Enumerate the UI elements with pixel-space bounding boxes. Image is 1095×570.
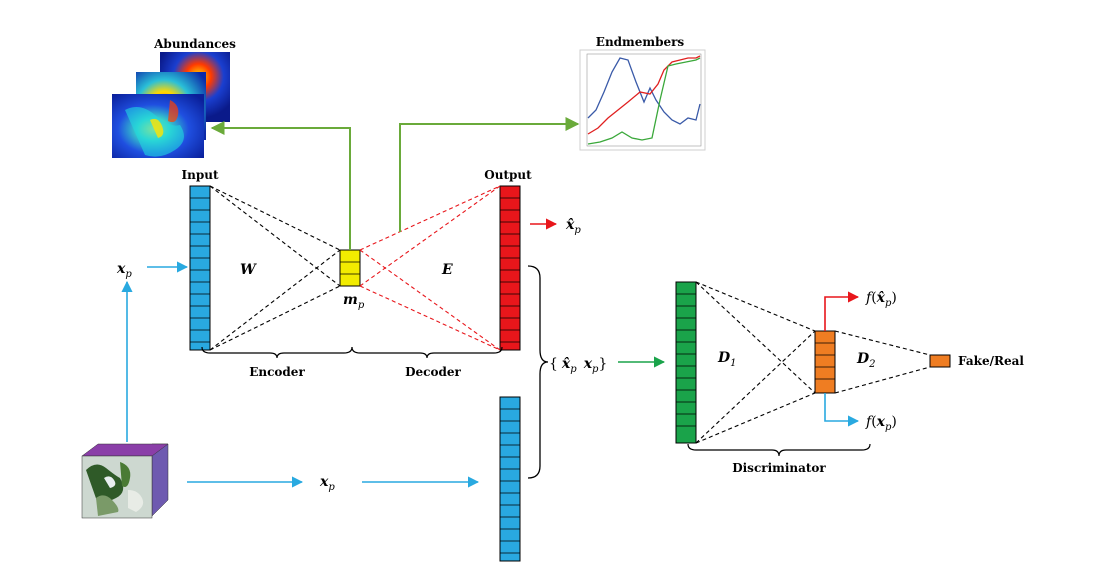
real-feature-arrow xyxy=(824,393,860,427)
fake-feature-arrow xyxy=(824,291,860,331)
discriminator-hidden-layer xyxy=(814,330,836,394)
input-label: Input xyxy=(182,168,219,182)
decoder-brace xyxy=(351,346,503,359)
fake-real-label: Fake/Real xyxy=(958,354,1024,368)
abundance-maps xyxy=(112,52,230,158)
pair-brace xyxy=(527,265,549,479)
endmember-blue-curve xyxy=(587,57,701,125)
endmember-red-curve xyxy=(587,55,701,135)
fake-feature-label: f(x̂p) xyxy=(865,290,897,309)
encoder-weight-W: W xyxy=(240,262,257,278)
input-x-label: xp xyxy=(116,261,132,280)
real-sample-column xyxy=(499,396,521,562)
endmember-green-curve xyxy=(587,57,701,145)
hyperspectral-cube xyxy=(81,443,169,519)
decoder-weight-E: E xyxy=(441,262,453,278)
discriminator-label: Discriminator xyxy=(732,461,826,475)
encoder-brace xyxy=(201,346,353,359)
decoder-connections xyxy=(359,185,501,351)
endmembers-arrow xyxy=(399,117,580,232)
encoder-connections xyxy=(209,185,341,351)
latent-layer xyxy=(339,249,361,287)
endmembers-plot xyxy=(579,49,706,151)
discriminator-brace xyxy=(687,443,871,457)
discriminator-output-node xyxy=(929,354,951,368)
encoder-label: Encoder xyxy=(249,365,305,379)
output-label: Output xyxy=(484,168,532,182)
discriminator-connections xyxy=(695,281,931,444)
output-xhat-label: x̂p xyxy=(565,217,581,236)
input-layer xyxy=(189,185,211,351)
d2-label: D2 xyxy=(856,351,876,370)
output-layer xyxy=(499,185,521,351)
decoder-label: Decoder xyxy=(405,365,461,379)
abundances-label: Abundances xyxy=(153,37,236,51)
abundances-arrow xyxy=(210,121,351,250)
real-feature-label: f(xp) xyxy=(865,414,897,433)
endmembers-label: Endmembers xyxy=(596,35,685,49)
discriminator-input-layer xyxy=(675,281,697,444)
d1-label: D1 xyxy=(717,350,737,369)
cube-x-label: xp xyxy=(319,474,335,493)
latent-m-symbol: mp xyxy=(343,292,365,311)
